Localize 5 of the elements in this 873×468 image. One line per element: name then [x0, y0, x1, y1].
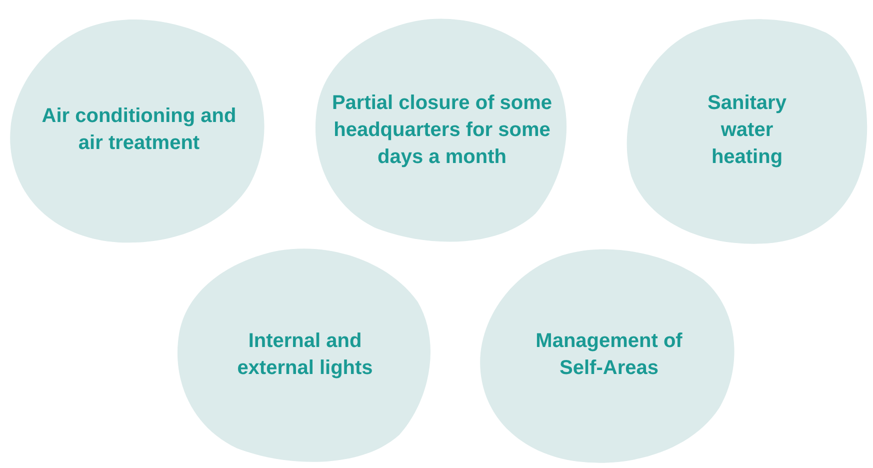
- blob-label: Management of Self-Areas: [534, 329, 684, 381]
- blob-label: Internal and external lights: [236, 329, 374, 381]
- blob-label: Partial closure of some headquarters for some days a month: [330, 90, 554, 170]
- blob-label: Air conditioning and air treatment: [40, 104, 238, 156]
- blob-label: Sanitary water heating: [706, 90, 788, 170]
